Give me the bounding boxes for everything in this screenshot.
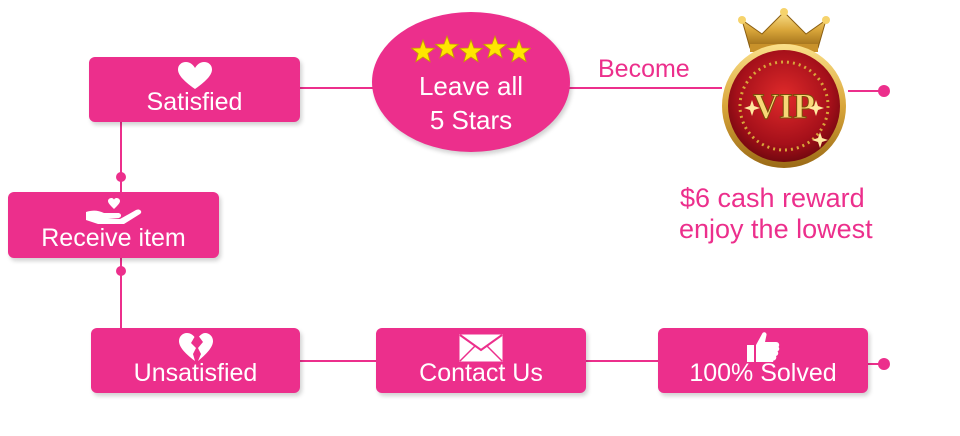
vip-badge-text: VIP xyxy=(753,86,815,126)
thumbs-up-icon xyxy=(746,331,780,368)
node-solved-label: 100% Solved xyxy=(689,359,837,387)
star-icon xyxy=(506,38,532,63)
node-leave-stars: Leave all 5 Stars xyxy=(372,12,570,152)
star-icon xyxy=(482,34,508,59)
node-leave-stars-line1: Leave all xyxy=(418,71,524,101)
crown-vip-badge-icon: VIP xyxy=(712,8,856,177)
connector-end-dot xyxy=(878,358,890,370)
star-icon xyxy=(434,34,460,59)
node-contact-us-label: Contact Us xyxy=(419,359,543,387)
node-receive-item: Receive item xyxy=(8,192,219,258)
star-icon xyxy=(458,38,484,63)
node-solved: 100% Solved xyxy=(658,328,868,393)
reward-line2: enjoy the lowest xyxy=(679,214,873,244)
open-hand-icon xyxy=(84,198,144,229)
connector-dot xyxy=(116,266,126,276)
heart-icon xyxy=(177,62,212,95)
node-unsatisfied: Unsatisfied xyxy=(91,328,300,393)
node-satisfied-label: Satisfied xyxy=(146,88,243,116)
node-unsatisfied-label: Unsatisfied xyxy=(133,359,258,387)
become-label: Become xyxy=(598,55,690,83)
connector-end-dot xyxy=(878,85,890,97)
node-satisfied: Satisfied xyxy=(89,57,300,122)
node-receive-item-label: Receive item xyxy=(41,224,186,252)
reward-line1: $6 cash reward xyxy=(680,183,865,213)
envelope-icon xyxy=(459,334,503,367)
connector-dot xyxy=(116,172,126,182)
node-leave-stars-line2: 5 Stars xyxy=(429,105,513,135)
node-contact-us: Contact Us xyxy=(376,328,586,393)
five-stars-icon xyxy=(372,34,570,71)
star-icon xyxy=(410,38,436,63)
broken-heart-icon xyxy=(178,333,213,368)
